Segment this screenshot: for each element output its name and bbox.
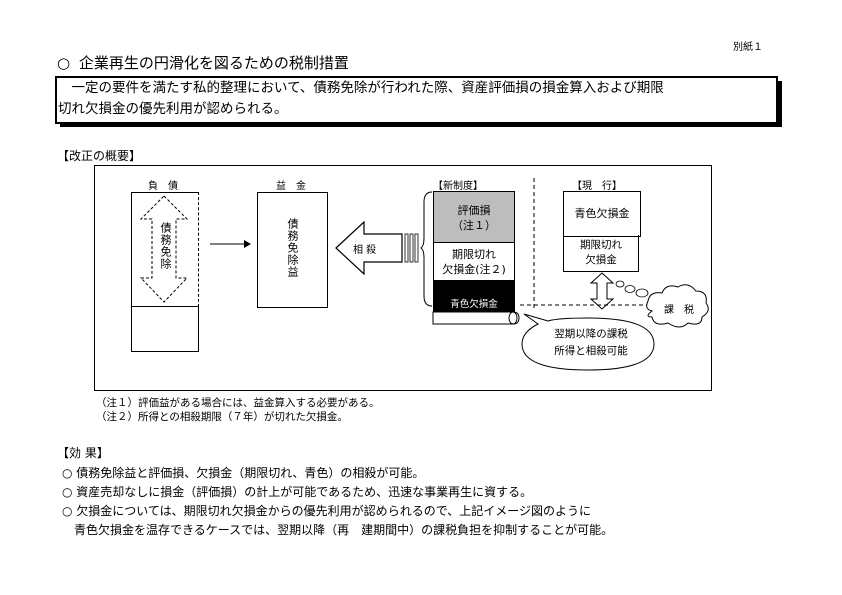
summary-line-2: 切れ欠損金の優先利用が認められる。 [58,101,288,117]
scroll-bottom [432,311,520,325]
debt-label: 負 債 [148,181,178,192]
current-label: 【現 行】 [572,181,622,192]
page-tag: 別紙１ [733,42,763,53]
diagram-frame [94,165,712,391]
summary-box: 一定の要件を満たす私的整理において、債務免除が行われた際、資産評価損の損金算入お… [55,76,778,124]
new-item-1a: 評価損 [457,204,491,217]
notes: （注１）評価益がある場合には、益金算入する必要がある。 （注２）所得との相殺期限… [96,396,380,424]
right-arrow-icon [210,240,251,248]
new-system-label: 【新制度】 [433,181,483,192]
effect-item: 青色欠損金を温存できるケースでは、翌期以降（再 建期間中）の課税負担を抑制するこ… [62,523,614,537]
callout-line-1: 翌期以降の課税 [554,328,628,340]
title-bullet: ○ [57,54,71,72]
profit-box [257,192,328,308]
offset-label: 相 殺 [353,245,377,256]
tax-label: 課 税 [664,305,694,316]
new-item-blue-loss: 青色欠損金 [433,298,515,312]
title-text: 企業再生の円滑化を図るための税制措置 [78,54,349,72]
callout-bubble [521,313,655,371]
debt-vertical-text: 債務免除 [159,222,172,270]
page-title: ○ 企業再生の円滑化を図るための税制措置 [57,52,349,73]
current-double-arrow [589,272,615,310]
new-item-2a: 期限切れ [452,248,496,261]
note-2: （注２）所得との相殺期限（７年）が切れた欠損金。 [96,411,348,423]
effects-heading: 【効 果】 [57,446,109,460]
thought-bubbles [615,280,649,298]
debt-box-lower [131,306,199,352]
new-system-brace [420,191,433,307]
summary-line-1: 一定の要件を満たす私的整理において、債務免除が行われた際、資産評価損の損金算入お… [58,80,664,96]
debt-double-arrow [139,195,189,303]
overview-heading: 【改正の概要】 [57,149,142,163]
new-item-1b: （注１） [452,219,496,232]
new-item-valuation-loss: 評価損 （注１） [433,191,515,243]
new-item-expired-loss: 期限切れ 欠損金(注２) [433,243,515,281]
section-separator [533,178,535,310]
double-arrow-shape [139,195,189,303]
note-1: （注１）評価益がある場合には、益金算入する必要がある。 [96,397,380,409]
offset-arrow [335,220,419,276]
new-item-3: 青色欠損金 [450,299,498,310]
current-item-2b: 欠損金 [585,254,617,266]
profit-label: 益 金 [276,181,306,192]
current-item-2a: 期限切れ [580,239,622,251]
callout-text: 翌期以降の課税 所得と相殺可能 [536,326,646,360]
effects-list: ○ 債務免除益と評価損、欠損金（期限切れ、青色）の相殺が可能。 ○ 資産売却なし… [62,464,613,540]
effect-item: ○ 欠損金については、期限切れ欠損金からの優先利用が認められるので、上記イメージ… [62,504,591,518]
tax-baseline [520,304,650,306]
current-item-blue-loss: 青色欠損金 [563,191,641,237]
callout-line-2: 所得と相殺可能 [554,345,628,357]
effect-item: ○ 資産売却なしに損金（評価損）の計上が可能であるため、迅速な事業再生に資する。 [62,485,533,499]
profit-vertical-text: 債務免除益 [286,218,299,278]
new-item-2b: 欠損金(注２) [442,263,506,276]
effect-item: ○ 債務免除益と評価損、欠損金（期限切れ、青色）の相殺が可能。 [62,466,425,480]
debt-box [131,192,199,307]
current-item-1: 青色欠損金 [574,207,630,220]
new-item-black-bar [433,281,515,298]
current-item-expired-loss: 期限切れ 欠損金 [563,235,639,272]
tax-cloud-icon [646,284,709,328]
